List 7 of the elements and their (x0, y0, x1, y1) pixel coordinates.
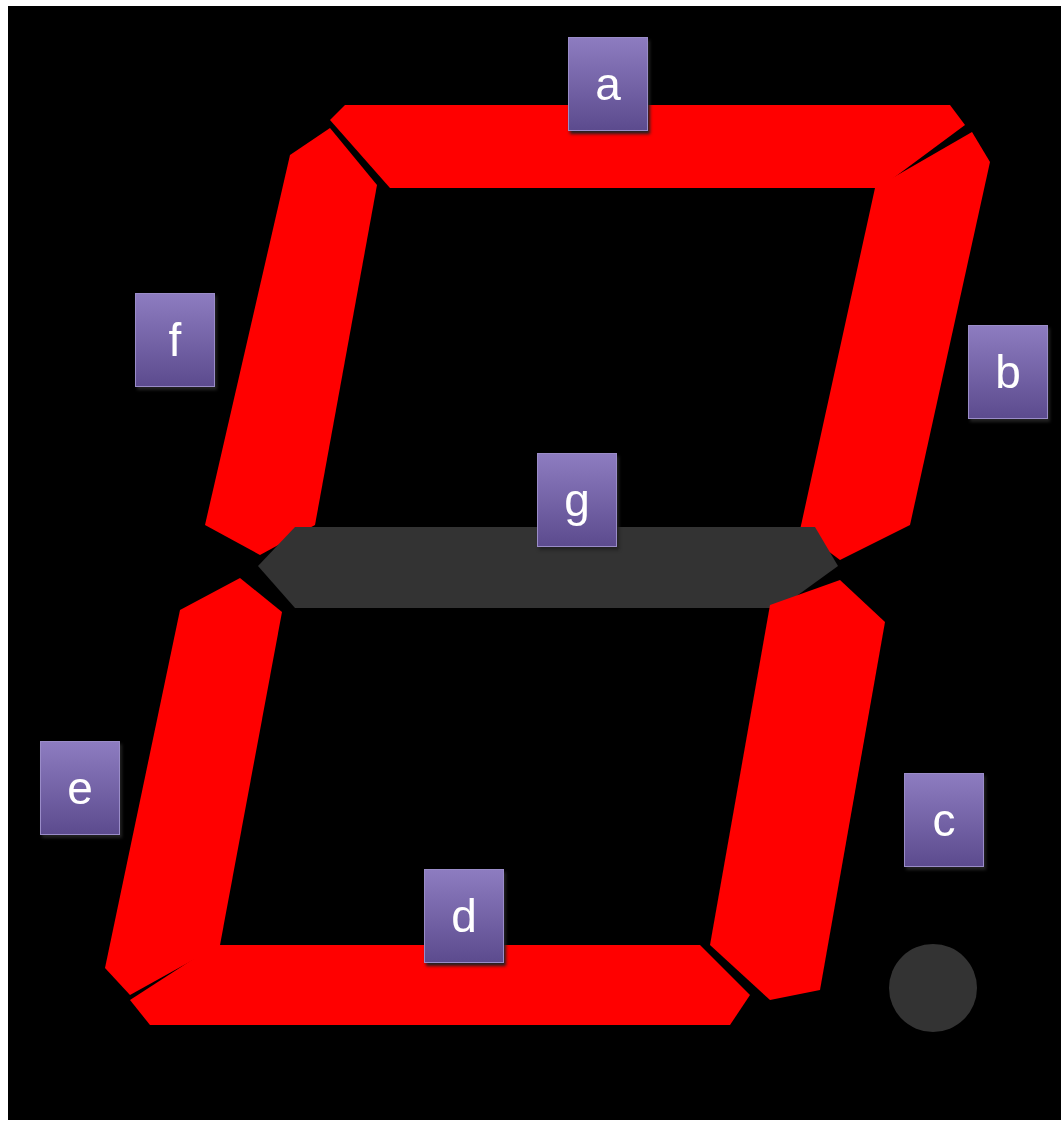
segment-label: a (568, 37, 648, 131)
segment-label: b (968, 325, 1048, 419)
segment-label: f (135, 293, 215, 387)
segment-label: e (40, 741, 120, 835)
segment-label: g (537, 453, 617, 547)
segment-label: d (424, 869, 504, 963)
segment-label: c (904, 773, 984, 867)
